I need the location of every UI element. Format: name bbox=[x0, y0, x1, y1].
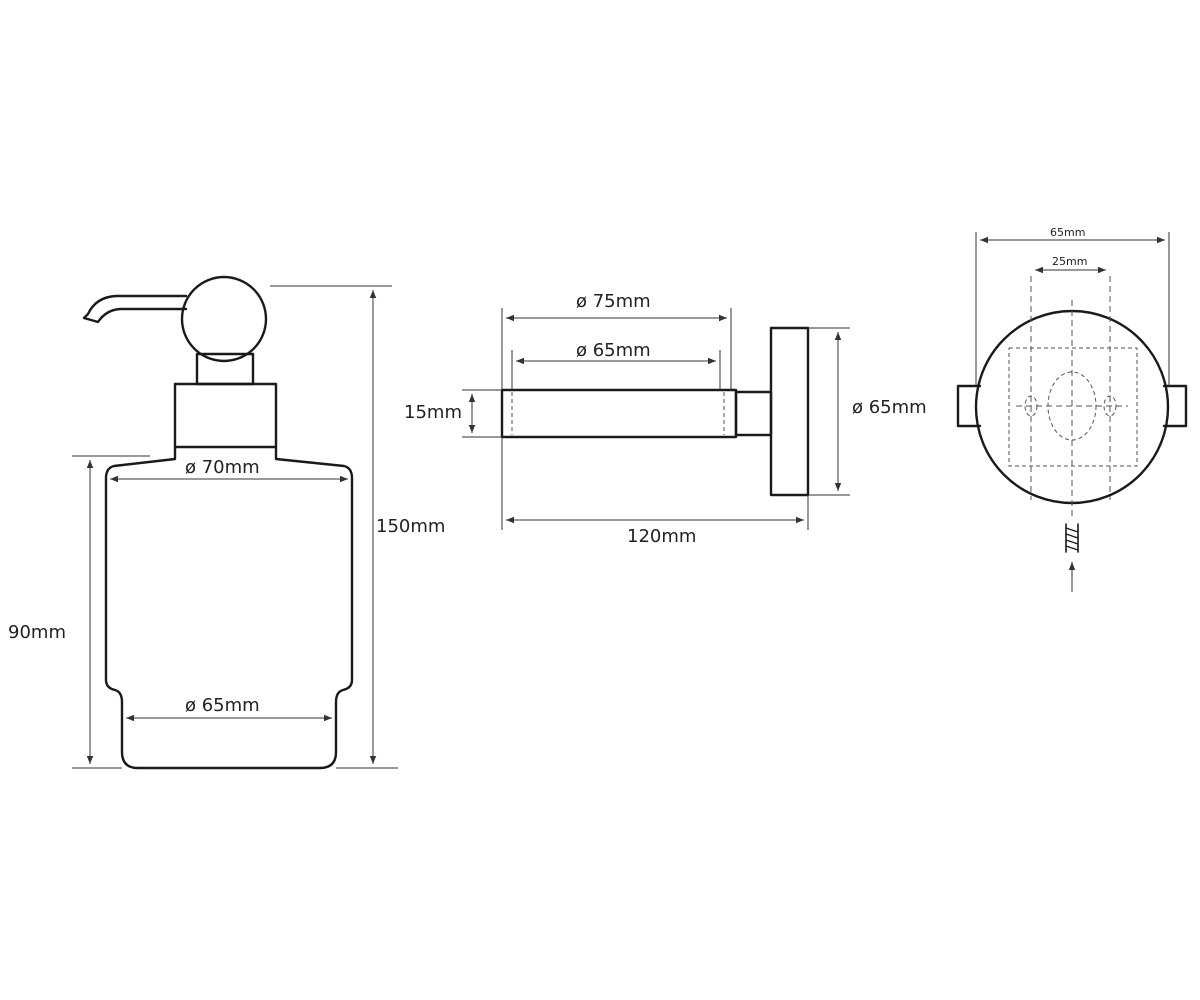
top-width-label: ø 70mm bbox=[185, 457, 260, 478]
holder-connector bbox=[734, 390, 773, 437]
screw-icon bbox=[1065, 523, 1079, 553]
body-height-label: 90mm bbox=[8, 622, 66, 643]
mount-tab-right bbox=[1162, 384, 1188, 428]
wall-flange bbox=[769, 326, 810, 497]
holder-side-view: ø 75mm ø 65mm 15mm 120mm ø 65mm bbox=[404, 291, 927, 547]
pump-collar bbox=[173, 382, 278, 449]
soap-dispenser-view: 150mm 90mm ø 70mm ø 65mm bbox=[8, 275, 445, 770]
depth-label: 120mm bbox=[627, 526, 696, 547]
pump-head bbox=[180, 275, 268, 363]
pump-neck bbox=[195, 352, 255, 386]
inner-ring-label: ø 65mm bbox=[576, 340, 651, 361]
height-label: 150mm bbox=[376, 516, 445, 537]
outer-ring-label: ø 75mm bbox=[576, 291, 651, 312]
thickness-label: 15mm bbox=[404, 402, 462, 423]
mount-tab-left bbox=[956, 384, 982, 428]
hole-spacing-label: 25mm bbox=[1052, 255, 1087, 268]
bottle-body bbox=[104, 445, 354, 770]
flange-label: ø 65mm bbox=[852, 397, 927, 418]
mounting-bracket bbox=[1008, 347, 1138, 467]
pump-spout bbox=[82, 294, 188, 324]
mount-width-label: 65mm bbox=[1050, 226, 1085, 239]
wall-mount-front-view: 65mm 25mm bbox=[956, 226, 1188, 592]
bottom-width-label: ø 65mm bbox=[185, 695, 260, 716]
holder-ring bbox=[500, 388, 738, 439]
